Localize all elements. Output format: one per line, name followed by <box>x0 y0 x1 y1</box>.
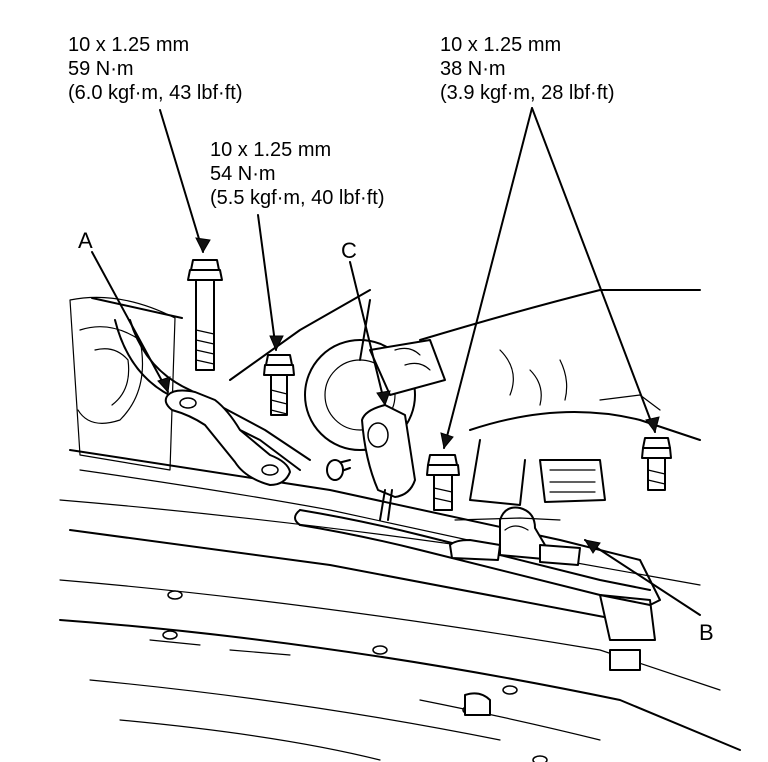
spec-torque: 59 N·m <box>68 58 134 80</box>
spec-torque: 54 N·m <box>210 163 276 185</box>
leader-lines <box>91 107 701 616</box>
spec-size: 10 x 1.25 mm <box>210 139 332 161</box>
torque-spec-bolt-b: 10 x 1.25 mm 38 N·m (3.9 kgf·m, 28 lbf·f… <box>440 33 615 105</box>
spec-size: 10 x 1.25 mm <box>440 34 562 56</box>
callout-b: B <box>699 620 714 645</box>
bolt-a <box>187 259 223 371</box>
body-panel-lines <box>59 289 741 761</box>
stabilizer-bar <box>114 319 651 606</box>
hub-assembly <box>304 339 446 451</box>
subframe <box>69 449 661 762</box>
spec-alt: (3.9 kgf·m, 28 lbf·ft) <box>440 82 615 104</box>
bushing-b <box>449 506 581 566</box>
torque-spec-bolt-a: 10 x 1.25 mm 59 N·m (6.0 kgf·m, 43 lbf·f… <box>68 33 243 105</box>
bracket-a <box>164 389 291 486</box>
transmission-housing <box>419 289 701 506</box>
spec-alt: (6.0 kgf·m, 43 lbf·ft) <box>68 82 243 104</box>
bolt-b-left <box>426 454 460 511</box>
spec-alt: (5.5 kgf·m, 40 lbf·ft) <box>210 187 385 209</box>
spec-size: 10 x 1.25 mm <box>68 34 190 56</box>
bolt-c <box>263 354 295 416</box>
bolt-b-right <box>641 437 672 491</box>
spec-torque: 38 N·m <box>440 58 506 80</box>
torque-spec-bolt-c: 10 x 1.25 mm 54 N·m (5.5 kgf·m, 40 lbf·f… <box>210 138 385 210</box>
stabilizer-link-c <box>326 299 416 521</box>
arrowheads <box>157 237 660 554</box>
callout-c: C <box>341 238 357 263</box>
callout-a: A <box>78 228 93 253</box>
